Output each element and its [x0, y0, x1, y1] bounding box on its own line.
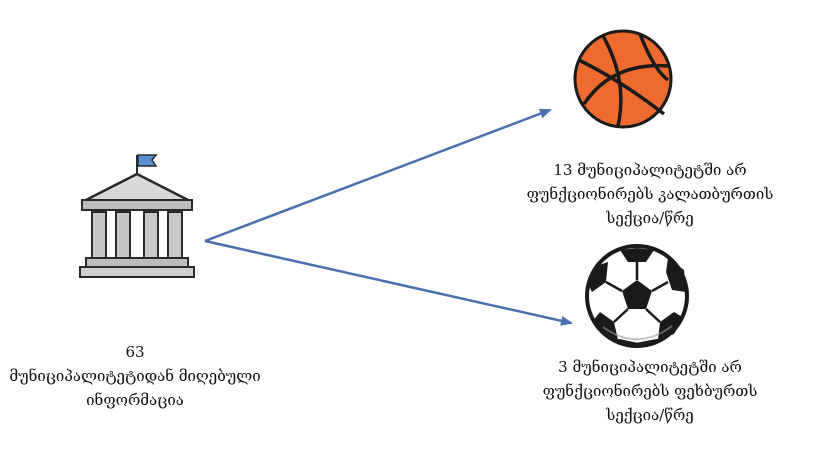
- arrow-to-football: [204, 239, 573, 326]
- football-line-3: სექცია/წრე: [606, 406, 694, 424]
- football-line-2: ფუნქციონირებს ფეხბურთს: [542, 382, 758, 400]
- source-line-1: მუნიციპალიტეტიდან მიღებული: [9, 367, 261, 385]
- basketball-caption: 13 მუნიციპალიტეტში არ ფუნქციონირებს კალა…: [500, 158, 800, 230]
- basketball-line-1: 13 მუნიციპალიტეტში არ: [553, 161, 747, 179]
- basketball-line-2: ფუნქციონირებს კალათბურთის: [526, 185, 774, 203]
- football-caption: 3 მუნიციპალიტეტში არ ფუნქციონირებს ფეხბუ…: [500, 355, 800, 427]
- source-line-2: ინფორმაცია: [86, 391, 184, 409]
- source-count: 63: [125, 343, 145, 361]
- bank-building-icon: [79, 154, 195, 278]
- soccer-ball-icon: [585, 244, 689, 348]
- arrow-to-basketball: [204, 108, 552, 243]
- source-caption: 63 მუნიციპალიტეტიდან მიღებული ინფორმაცია: [0, 340, 270, 412]
- football-line-1: 3 მუნიციპალიტეტში არ: [558, 358, 742, 376]
- basketball-line-3: სექცია/წრე: [606, 209, 694, 227]
- basketball-icon: [573, 29, 673, 129]
